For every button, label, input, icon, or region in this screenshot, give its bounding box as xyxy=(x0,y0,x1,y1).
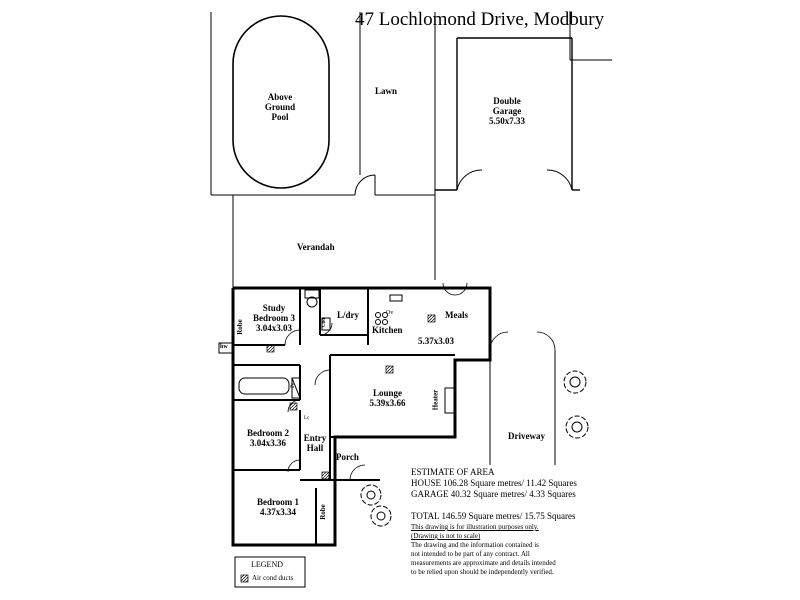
legend-heading: LEGEND xyxy=(251,560,283,569)
estimate-heading: ESTIMATE OF AREA xyxy=(411,467,495,477)
disclaimer-line4: not intended to be part of any contract.… xyxy=(411,550,530,558)
garage-outline xyxy=(435,37,580,191)
entry-name1: Entry xyxy=(303,433,327,443)
legend-item-air-cond: Air cond ducts xyxy=(252,574,294,582)
verandah-label: Verandah xyxy=(297,242,335,252)
pool-line1: Above xyxy=(267,92,293,102)
disclaimer-line3: The drawing and the information containe… xyxy=(411,541,539,549)
page-title: 47 Lochlomond Drive, Modbury xyxy=(355,9,605,30)
bedroom2-name: Bedroom 2 xyxy=(246,428,290,438)
disclaimer-line2: (Drawing is not to scale) xyxy=(411,532,481,540)
driveway-outline xyxy=(489,350,556,465)
estimate-total: TOTAL 146.59 Square metres/ 15.75 Square… xyxy=(411,511,576,521)
hw-label: hw xyxy=(220,344,228,350)
robe-top-label: Robe xyxy=(235,319,244,335)
tree-icons xyxy=(360,370,589,527)
boundary-lines xyxy=(210,12,612,280)
study-label: Study Bedroom 3 3.04x3.03 xyxy=(248,303,300,333)
bedroom1-name: Bedroom 1 xyxy=(256,497,300,507)
pool-line2: Ground xyxy=(264,102,296,112)
area-estimate: ESTIMATE OF AREA HOUSE 106.28 Square met… xyxy=(411,467,791,522)
bedroom1-dims: 4.37x3.34 xyxy=(260,507,296,517)
porch-label: Porch xyxy=(336,452,359,462)
estimate-house: HOUSE 106.28 Square metres/ 11.42 Square… xyxy=(411,478,577,488)
lounge-name: Lounge xyxy=(372,388,402,398)
heater-box xyxy=(444,387,456,414)
study-dims: 3.04x3.03 xyxy=(256,323,292,333)
disclaimer: This drawing is for illustration purpose… xyxy=(411,523,791,577)
pool-line3: Pool xyxy=(271,112,289,122)
study-name2: Bedroom 3 xyxy=(252,313,296,323)
cupboard-label: Cbd xyxy=(322,317,328,328)
bedroom2-label: Bedroom 2 3.04x3.36 xyxy=(243,428,293,448)
estimate-garage: GARAGE 40.32 Square metres/ 4.33 Squares xyxy=(411,489,576,499)
lounge-label: Lounge 5.39x3.66 xyxy=(360,388,415,408)
meals-name: Meals xyxy=(445,310,468,320)
pool-outline xyxy=(232,15,330,189)
lounge-dims: 5.39x3.66 xyxy=(369,398,406,408)
bedroom1-label: Bedroom 1 4.37x3.34 xyxy=(252,497,304,517)
oven-label: Ov xyxy=(386,310,394,316)
robe-bottom-label: Robe xyxy=(318,504,327,520)
kitchen-label: Kitchen xyxy=(372,325,403,335)
disclaimer-line6: to be relied upon should be independentl… xyxy=(411,568,554,576)
interior-walls xyxy=(233,288,455,545)
study-name1: Study xyxy=(262,303,286,313)
linen-cupboard-label: Lc xyxy=(304,416,310,421)
garage-name1: Double xyxy=(493,96,521,106)
entry-hall-label: Entry Hall xyxy=(301,433,329,453)
entry-name2: Hall xyxy=(306,443,324,453)
disclaimer-line1: This drawing is for illustration purpose… xyxy=(411,523,539,531)
bathroom-fixtures xyxy=(238,289,403,399)
laundry-label: L/dry xyxy=(337,310,360,320)
pantry-label: Pt xyxy=(290,383,296,388)
lawn-label: Lawn xyxy=(375,86,398,96)
bedroom2-dims: 3.04x3.36 xyxy=(250,438,286,448)
garage-label: Double Garage 5.50x7.33 xyxy=(482,96,532,126)
air-cond-duct-markers xyxy=(240,314,436,583)
legend-box xyxy=(234,556,306,588)
meals-dims: 5.37x3.03 xyxy=(418,336,454,346)
disclaimer-line5: measurements are approximate and details… xyxy=(411,559,556,567)
heater-label: Heater xyxy=(431,389,440,411)
driveway-label: Driveway xyxy=(508,431,545,441)
lawn-gate xyxy=(354,174,376,196)
pool-label: Above Ground Pool xyxy=(255,92,305,122)
hw-box xyxy=(218,342,234,354)
garage-name2: Garage xyxy=(492,106,522,116)
garage-dims: 5.50x7.33 xyxy=(489,116,525,126)
